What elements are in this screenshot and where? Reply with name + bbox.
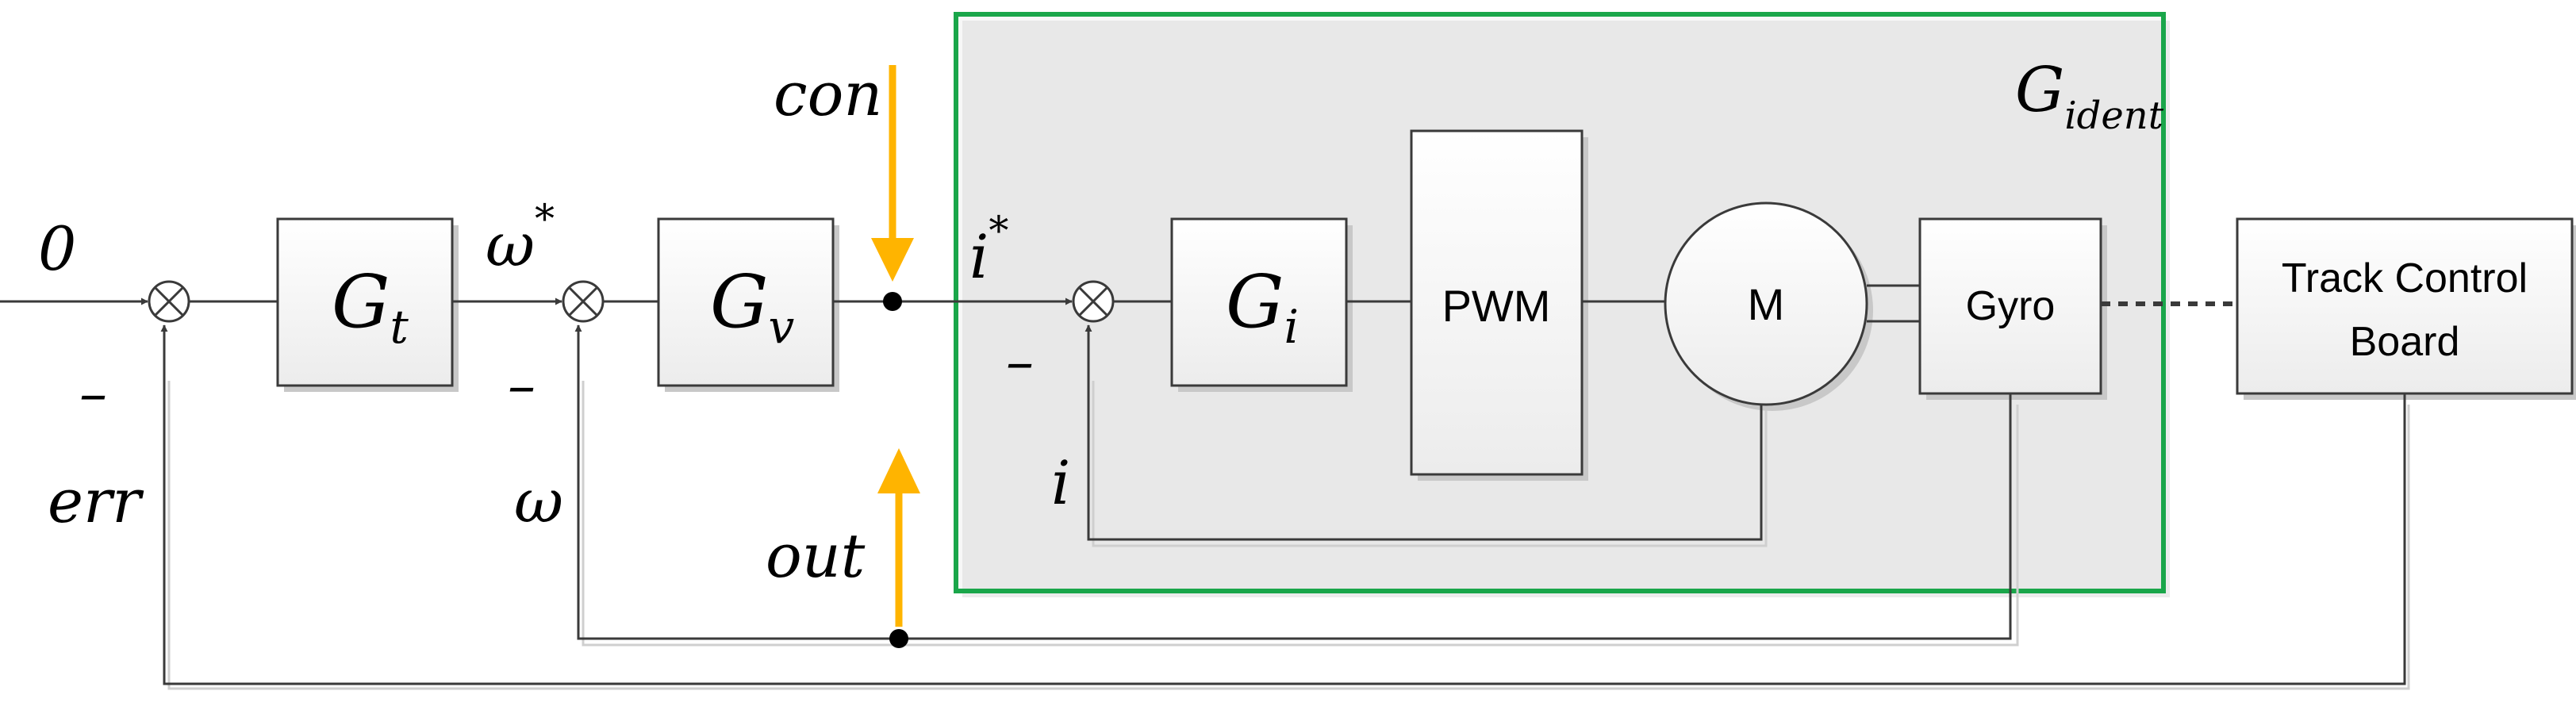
label-i: i — [1051, 447, 1070, 518]
gi-label: Gi — [1226, 259, 1299, 354]
sum-junction-1 — [148, 280, 190, 323]
motor: M — [1664, 201, 1873, 411]
minus-3: – — [1006, 329, 1034, 394]
label-omega-star: ω* — [486, 196, 555, 280]
block-gt: Gt — [276, 217, 459, 392]
block-pwm: PWM — [1410, 129, 1588, 481]
sum-junction-3 — [1072, 280, 1115, 323]
label-err: err — [48, 466, 144, 536]
track-label-line2: Board — [2350, 319, 2460, 365]
forward-wires — [0, 284, 2237, 323]
motor-label: M — [1748, 279, 1785, 329]
wire-shadows — [167, 381, 2410, 690]
feedback-wires — [160, 324, 2406, 685]
label-omega: ω — [514, 466, 563, 536]
label-zero: 0 — [38, 213, 76, 284]
label-con: con — [774, 59, 882, 129]
gt-label: Gt — [332, 259, 409, 354]
block-gv: Gv — [657, 217, 839, 392]
block-track-control-board: Track Control Board — [2236, 217, 2576, 400]
ident-label: Gident — [2015, 55, 2164, 138]
label-out: out — [766, 520, 866, 591]
pwm-label: PWM — [1442, 281, 1551, 331]
gv-label: Gv — [710, 259, 795, 354]
sum-junction-2 — [562, 280, 605, 323]
block-gyro: Gyro — [1918, 217, 2107, 400]
gyro-label: Gyro — [1966, 283, 2056, 329]
out-measurement — [877, 448, 920, 648]
minus-2: – — [508, 353, 536, 418]
block-gi: Gi — [1170, 217, 1353, 392]
minus-1: – — [79, 361, 107, 426]
label-i-star: i* — [969, 208, 1008, 292]
con-injection — [871, 65, 914, 311]
track-label-line1: Track Control — [2282, 255, 2528, 301]
